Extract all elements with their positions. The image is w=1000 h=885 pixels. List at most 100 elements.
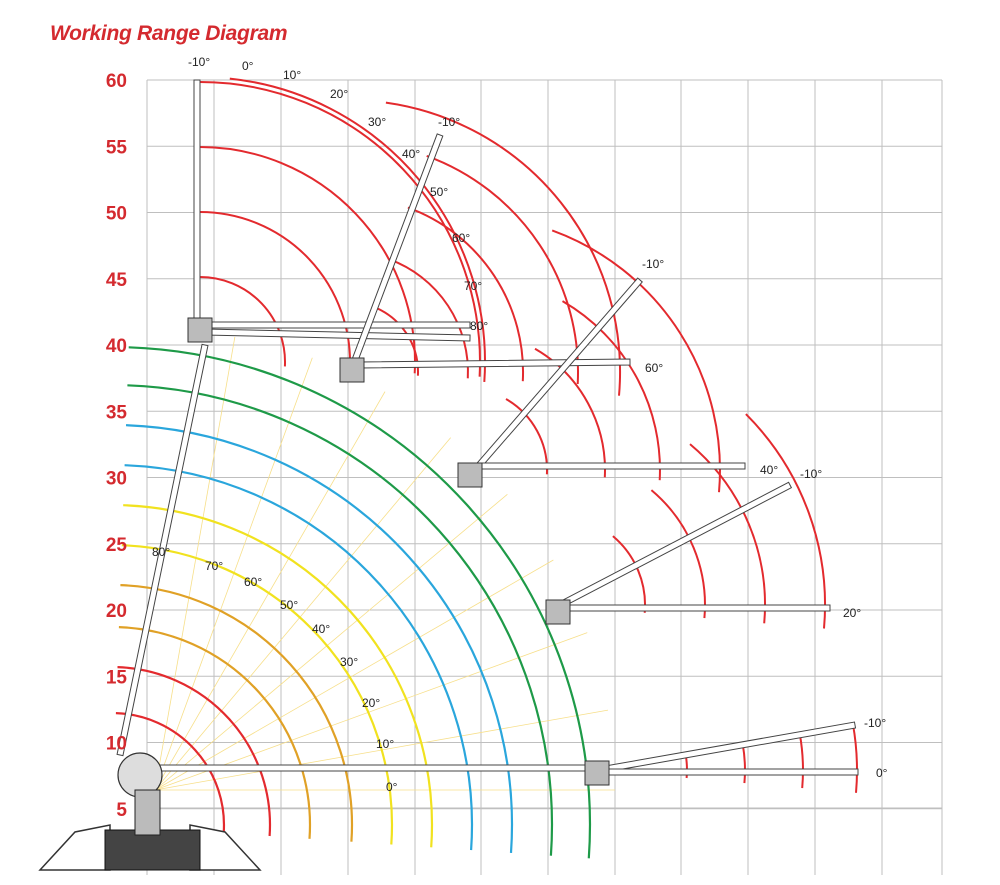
config2-arc: [407, 206, 525, 382]
boom-joint: [339, 357, 365, 383]
radial-angle-lines: [154, 336, 615, 791]
main-range-arc: [121, 544, 394, 845]
angle-label: 20°: [330, 87, 348, 101]
radial-line: [154, 559, 554, 791]
y-tick-label: 50: [106, 204, 127, 225]
top-range-arc: [199, 276, 286, 367]
angle-label: -10°: [642, 257, 664, 271]
angle-label: 50°: [280, 598, 298, 612]
angle-label: 40°: [402, 147, 420, 161]
radial-line: [154, 632, 588, 791]
diagram-title: Working Range Diagram: [50, 22, 288, 45]
top-range-arc: [199, 211, 351, 370]
angle-label: 60°: [244, 575, 262, 589]
config3-boom: [472, 277, 643, 473]
angle-label: 30°: [368, 115, 386, 129]
top-range-arc: [199, 81, 481, 377]
angle-labels: -10° 0° 10° 20° 30° 40° 50° 60° 70° 80° -10° -10° 60…: [152, 55, 888, 794]
angle-label: -10°: [438, 115, 460, 129]
main-range-arc: [124, 464, 474, 851]
angle-label: 70°: [205, 559, 223, 573]
horizontal-boom: [204, 321, 471, 329]
radial-line: [154, 391, 386, 791]
angle-label: 40°: [760, 463, 778, 477]
angle-label: 30°: [340, 655, 358, 669]
config3-arc: [551, 229, 721, 493]
config5-boom: [598, 721, 857, 774]
outrigger-left: [38, 824, 111, 871]
angle-label: 80°: [152, 545, 170, 559]
config3-arc: [561, 300, 661, 481]
horizontal-boom: [204, 328, 471, 342]
y-tick-label: 45: [106, 270, 128, 291]
crane-base: [38, 752, 262, 871]
y-axis: 60 55 50 45 40 35 30 25 20 15 10 5: [106, 71, 128, 821]
config4-arc: [689, 443, 766, 624]
y-tick-label: 5: [116, 800, 127, 821]
config5-arc: [852, 724, 858, 793]
config3-boom: [479, 462, 746, 470]
main-range-arc: [125, 424, 514, 853]
main-range-arc: [117, 666, 272, 837]
main-range-arc: [118, 626, 312, 839]
top-range-arc: [229, 77, 486, 382]
vertical-boom: [193, 79, 201, 331]
radial-line: [154, 437, 451, 791]
boom-joint: [584, 760, 610, 786]
main-range-arc: [123, 504, 434, 848]
y-tick-label: 60: [106, 71, 127, 92]
config4-arc: [650, 489, 706, 619]
config4-boom: [564, 604, 831, 612]
angle-label: 60°: [452, 231, 470, 245]
main-range-arc: [115, 712, 226, 833]
config2-arc: [388, 258, 469, 379]
y-tick-label: 15: [106, 667, 128, 688]
radial-line: [154, 336, 236, 791]
crane-column: [134, 789, 161, 836]
crane-tracks: [104, 829, 201, 871]
main-range-arc: [120, 584, 354, 842]
angle-label: 80°: [470, 319, 488, 333]
angle-label: -10°: [188, 55, 210, 69]
radial-line: [154, 494, 508, 791]
angle-label: 10°: [283, 68, 301, 82]
angle-label: 70°: [464, 279, 482, 293]
angle-label: 0°: [242, 59, 254, 73]
angle-label: 0°: [876, 766, 888, 780]
config4-arc: [612, 535, 647, 613]
config5-boom: [599, 768, 859, 776]
config5-arc: [741, 743, 746, 784]
angle-label: 20°: [843, 606, 861, 620]
angle-label: -10°: [800, 467, 822, 481]
main-arm: [116, 343, 209, 757]
boom-joint: [457, 462, 483, 488]
y-tick-label: 40: [106, 336, 127, 357]
config2-arc: [426, 154, 580, 385]
grid: [146, 79, 943, 875]
lower-boom: [129, 764, 601, 772]
angle-label: 20°: [362, 696, 380, 710]
y-tick-label: 10: [106, 734, 127, 755]
boom-joint: [187, 317, 213, 343]
boom-outlines: [116, 79, 859, 786]
config4-arc: [745, 413, 827, 629]
angle-label: 0°: [386, 780, 398, 794]
y-tick-label: 20: [106, 601, 127, 622]
angle-label: 40°: [312, 622, 330, 636]
y-tick-label: 30: [106, 469, 127, 490]
main-range-arc: [127, 384, 554, 856]
y-tick-label: 55: [106, 137, 128, 158]
angle-label: 50°: [430, 185, 448, 199]
y-tick-label: 35: [106, 402, 128, 423]
y-tick-label: 25: [106, 535, 128, 556]
config2-boom: [359, 358, 631, 369]
range-arcs: [115, 77, 858, 859]
angle-label: 10°: [376, 737, 394, 751]
boom-joint: [545, 599, 571, 625]
main-range-arc: [128, 346, 592, 859]
config2-arc: [385, 101, 622, 396]
angle-label: -10°: [864, 716, 886, 730]
angle-label: 60°: [645, 361, 663, 375]
outrigger-right: [189, 824, 262, 871]
